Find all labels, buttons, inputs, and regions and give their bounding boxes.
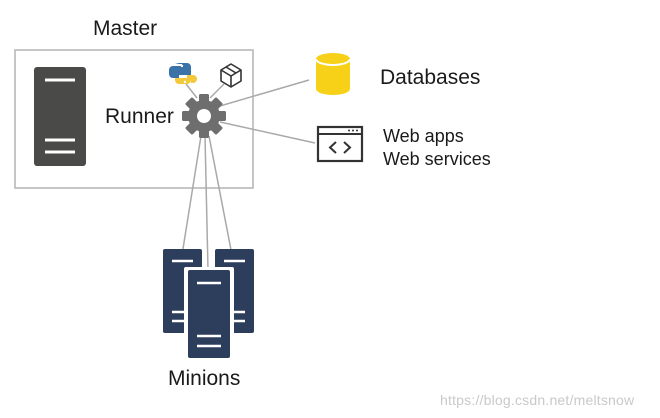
master-server-icon [34, 67, 86, 166]
watermark-text: https://blog.csdn.net/meltsnow [440, 392, 635, 408]
connector-runner-minion-center [204, 135, 209, 271]
master-box [14, 49, 254, 189]
web-services-label: Web services [383, 149, 491, 169]
runner-gear-icon [182, 94, 226, 138]
connector-runner-minion-right [208, 135, 233, 256]
minion-server-center [184, 267, 234, 361]
minions-label: Minions [168, 367, 241, 390]
minions-server-cluster-icon [163, 249, 254, 361]
connector-runner-package [209, 83, 225, 99]
database-icon [315, 53, 351, 95]
web-apps-label: Web apps [383, 126, 464, 146]
connector-lines [181, 79, 316, 271]
connector-runner-webapps [219, 121, 316, 144]
databases-label: Databases [380, 66, 481, 89]
runner-label: Runner [105, 105, 174, 128]
master-label: Master [93, 17, 158, 40]
connector-runner-databases [219, 79, 310, 107]
connector-runner-minion-left [181, 135, 202, 256]
browser-window-icon [316, 125, 364, 163]
connector-runner-python [185, 83, 198, 99]
python-icon [169, 63, 197, 84]
package-box-icon [220, 63, 242, 88]
